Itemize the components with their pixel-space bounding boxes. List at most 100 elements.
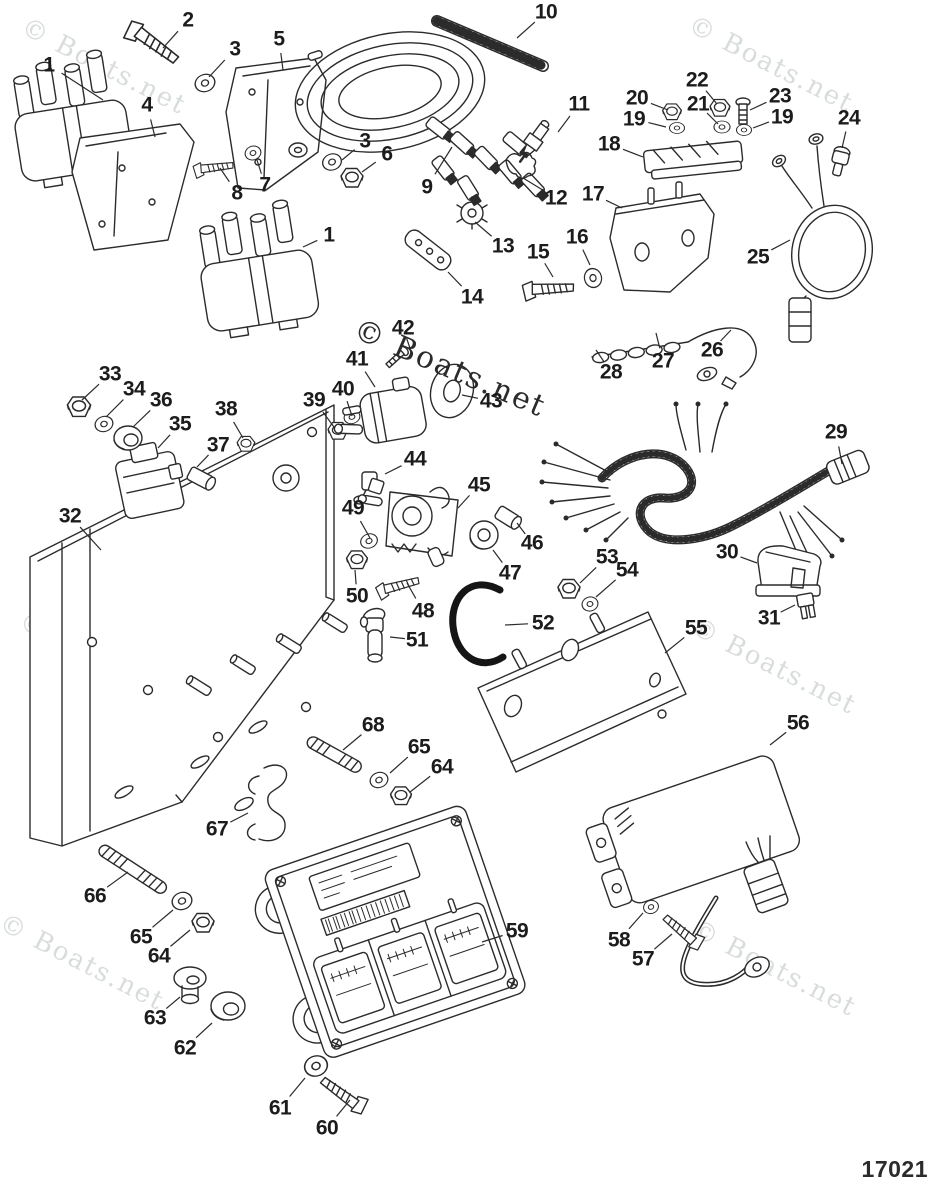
spark-plug-11 [518,119,550,163]
callout-number: 27 [651,349,675,373]
callout-number: 43 [479,389,503,413]
callout-leader [841,131,847,149]
callout-number: 31 [757,606,781,630]
callout-number: 58 [607,928,631,952]
callout-leader [457,494,470,509]
clamp-67 [234,764,288,842]
callout-leader [289,1077,306,1097]
callout-number: 15 [526,240,550,264]
callout-number: 1 [323,223,335,247]
stud-68 [306,736,362,773]
callout-leader [322,411,335,428]
ground-cable-25 [771,133,874,343]
callout-number: 29 [824,420,848,444]
callout-number: 9 [421,175,433,199]
callout-leader [302,239,318,248]
hose-52 [449,581,507,667]
callout-number: 13 [491,234,515,258]
callout-number: 3 [229,37,241,61]
spacer-46 [494,505,523,530]
callout-leader [770,239,791,251]
callout-number: 17 [581,182,605,206]
valve-assembly-45 [357,486,459,568]
callout-leader [628,912,644,930]
callout-number: 52 [531,611,555,635]
callout-number: 26 [700,338,724,362]
callout-leader [196,454,209,468]
callout-number: 16 [565,225,589,249]
callout-leader [230,812,249,823]
callout-leader [544,262,554,278]
callout-leader [447,271,463,287]
callout-leader [354,569,357,585]
spacer-37 [186,466,217,491]
callout-number: 62 [173,1036,197,1060]
callout-leader [256,159,262,174]
callout-leader [233,421,244,439]
callout-number: 53 [595,545,619,569]
star-clip-13 [456,196,488,230]
callout-number: 14 [460,285,484,309]
callout-leader [492,549,503,564]
bracket-17 [609,181,715,293]
callout-number: 65 [129,925,153,949]
callout-number: 54 [615,558,639,582]
callout-leader [752,121,770,129]
callout-leader [132,409,151,428]
callout-leader [605,199,623,209]
callout-leader [280,52,284,71]
callout-number: 67 [205,817,229,841]
callout-number: 12 [544,186,568,210]
callout-leader [150,119,156,138]
callout-number: 2 [182,8,194,32]
callout-number: 19 [622,107,646,131]
stud-66 [98,844,168,894]
callout-number: 41 [345,347,369,371]
callout-leader [461,394,479,399]
bracket-55 [477,611,687,773]
callout-leader [195,1022,213,1039]
callout-leader [648,122,667,128]
callout-leader [61,72,104,101]
callout-leader [342,734,362,751]
callout-leader [152,909,174,928]
callout-leader [705,90,718,105]
callout-leader [838,446,843,465]
callout-number: 28 [599,360,623,384]
callout-leader [170,929,191,947]
callout-number: 49 [341,496,365,520]
callout-number: 32 [58,504,82,528]
callout-number: 8 [231,181,243,205]
callout-leader [81,383,100,401]
callout-number: 38 [214,397,238,421]
fuse-cover-30 [755,545,822,597]
callout-leader [720,329,732,342]
callout-leader [219,167,230,183]
coil-41 [333,376,427,444]
callout-number: 57 [631,947,655,971]
callout-leader [434,146,453,175]
grommet-62 [210,991,246,1021]
callout-number: 45 [467,473,491,497]
callout-number: 63 [143,1006,167,1030]
callout-leader [740,556,758,564]
callout-number: 4 [141,93,153,117]
callout-leader [346,400,353,417]
callout-leader [79,526,102,551]
callout-number: 48 [411,599,435,623]
spiral-wrap-10 [431,15,549,72]
wire-retainer-14 [404,229,452,271]
callout-number: 50 [345,584,369,608]
callout-leader [557,115,571,133]
callout-leader [522,177,544,191]
ecm-59 [254,805,526,1058]
callout-number: 5 [273,27,285,51]
callout-leader [664,636,685,654]
callout-number: 19 [770,105,794,129]
callout-number: 33 [98,362,122,386]
elbow-fitting-51 [359,607,386,663]
callout-leader [595,349,605,363]
